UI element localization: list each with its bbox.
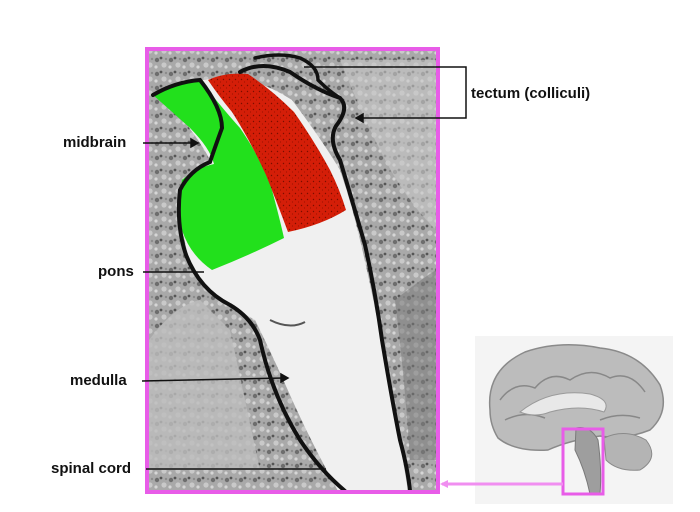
lower-right-shading <box>395 270 436 460</box>
tectum-region <box>208 73 346 232</box>
inset-cerebellum <box>603 433 653 471</box>
inset-corpus-callosum <box>519 392 607 416</box>
pons-label: pons <box>98 263 134 280</box>
inset-brain-thumbnail <box>475 336 673 504</box>
tectum-label: tectum (colliculi) <box>471 85 591 102</box>
tectum-pointer-arrowhead <box>354 112 364 124</box>
medulla-label: medulla <box>70 372 127 389</box>
internal-line <box>269 319 306 327</box>
midbrain-region <box>153 80 284 270</box>
medulla-pointer-line <box>141 377 285 382</box>
midbrain-pointer-arrowhead <box>190 137 200 149</box>
label-pointers <box>141 66 467 470</box>
main-scan-panel <box>149 51 436 491</box>
tectum-bracket <box>304 66 467 119</box>
cerebellum-region <box>340 60 436 230</box>
brainstem-outline-right <box>238 64 412 491</box>
brainstem-outline-left <box>151 77 347 491</box>
spinal-cord-label: spinal cord <box>51 460 132 477</box>
main-panel-frame <box>145 47 440 494</box>
inset-connector-arrowhead <box>440 480 448 488</box>
inset-gyri <box>499 371 646 421</box>
midbrain-label: midbrain <box>63 134 127 151</box>
inset-highlight-box <box>561 427 605 496</box>
lower-left-tissue <box>149 300 260 470</box>
medulla-pointer-arrowhead <box>280 372 290 384</box>
